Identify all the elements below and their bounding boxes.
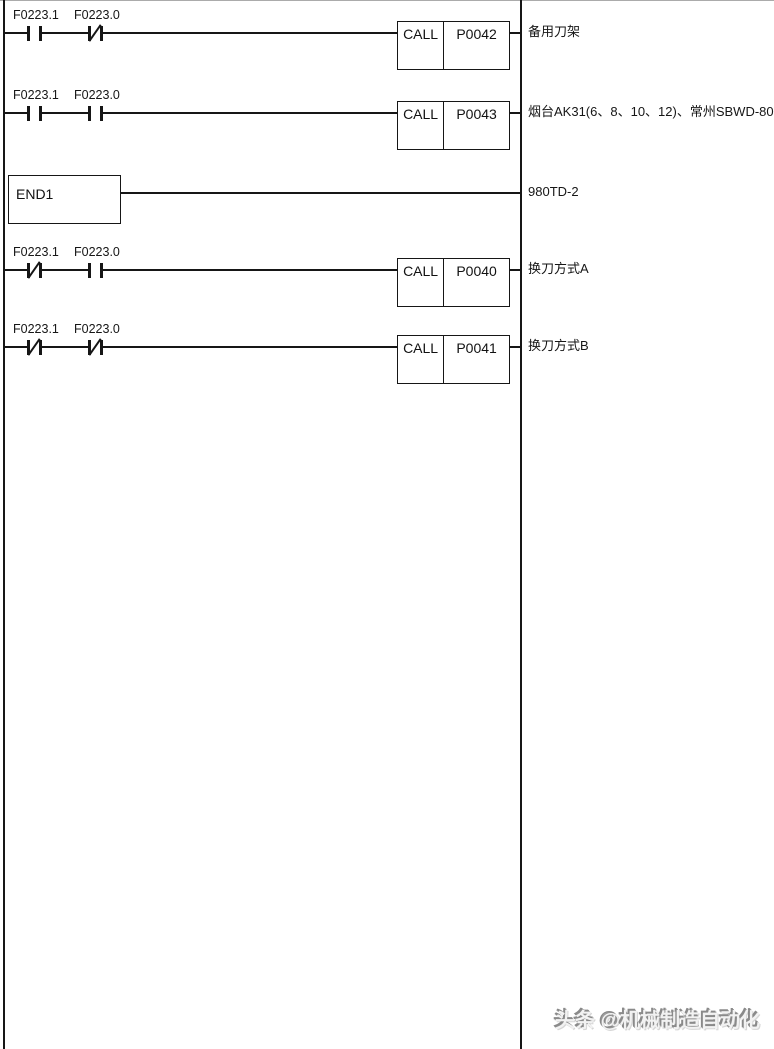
contact-address: F0223.1 bbox=[13, 322, 59, 336]
contact-bar bbox=[87, 263, 91, 278]
instruction-box: CALL P0042 bbox=[397, 21, 510, 70]
contact-gap bbox=[90, 109, 100, 117]
contact-address: F0223.1 bbox=[13, 245, 59, 259]
rung-wire-stub bbox=[510, 112, 520, 114]
instruction-operand: P0041 bbox=[456, 340, 497, 356]
rung-wire bbox=[5, 32, 397, 34]
instruction-opcode: CALL bbox=[398, 259, 445, 306]
rung-wire-stub bbox=[510, 269, 520, 271]
contact-bar bbox=[26, 340, 30, 355]
contact-address: F0223.0 bbox=[74, 245, 120, 259]
instruction-opcode: CALL bbox=[398, 22, 445, 69]
contact-bar bbox=[26, 263, 30, 278]
right-power-rail bbox=[520, 0, 522, 1049]
rung-wire bbox=[5, 112, 397, 114]
instruction-operand: P0040 bbox=[456, 263, 497, 279]
contact-bar bbox=[87, 106, 91, 121]
instruction-opcode: CALL bbox=[398, 336, 445, 383]
contact-gap bbox=[90, 266, 100, 274]
contact-bar bbox=[99, 26, 103, 41]
contact-address: F0223.1 bbox=[13, 88, 59, 102]
rung-comment: 换刀方式B bbox=[528, 338, 589, 353]
contact-address: F0223.0 bbox=[74, 8, 120, 22]
contact-bar bbox=[87, 26, 91, 41]
contact-bar bbox=[38, 106, 42, 121]
instruction-box: CALL P0040 bbox=[397, 258, 510, 307]
top-border-line bbox=[0, 0, 774, 1]
contact-gap bbox=[29, 29, 39, 37]
watermark: 头条 @机械制造自动化 bbox=[555, 1010, 761, 1032]
contact-bar bbox=[38, 26, 42, 41]
contact-bar bbox=[87, 340, 91, 355]
contact-address: F0223.0 bbox=[74, 88, 120, 102]
contact-bar bbox=[38, 340, 42, 355]
contact-bar bbox=[26, 26, 30, 41]
contact-gap bbox=[29, 109, 39, 117]
contact-address: F0223.0 bbox=[74, 322, 120, 336]
contact-bar bbox=[26, 106, 30, 121]
contact-bar bbox=[38, 263, 42, 278]
rung-comment: 烟台AK31(6、8、10、12)、常州SBWD-80 bbox=[528, 104, 774, 119]
contact-bar bbox=[99, 263, 103, 278]
rung-wire bbox=[5, 346, 397, 348]
rung-comment: 980TD-2 bbox=[528, 184, 579, 199]
rung-wire-stub bbox=[510, 32, 520, 34]
rung-comment: 换刀方式A bbox=[528, 261, 589, 276]
rung-wire-stub bbox=[510, 346, 520, 348]
function-block-box: END1 bbox=[8, 175, 121, 224]
rung-wire bbox=[5, 269, 397, 271]
rung-wire bbox=[121, 192, 520, 194]
instruction-box: CALL P0043 bbox=[397, 101, 510, 150]
contact-bar bbox=[99, 340, 103, 355]
instruction-operand: P0042 bbox=[456, 26, 497, 42]
instruction-opcode: CALL bbox=[398, 102, 445, 149]
instruction-operand: P0043 bbox=[456, 106, 497, 122]
contact-bar bbox=[99, 106, 103, 121]
instruction-box: CALL P0041 bbox=[397, 335, 510, 384]
rung-comment: 备用刀架 bbox=[528, 24, 581, 39]
contact-address: F0223.1 bbox=[13, 8, 59, 22]
left-power-rail bbox=[3, 0, 5, 1049]
